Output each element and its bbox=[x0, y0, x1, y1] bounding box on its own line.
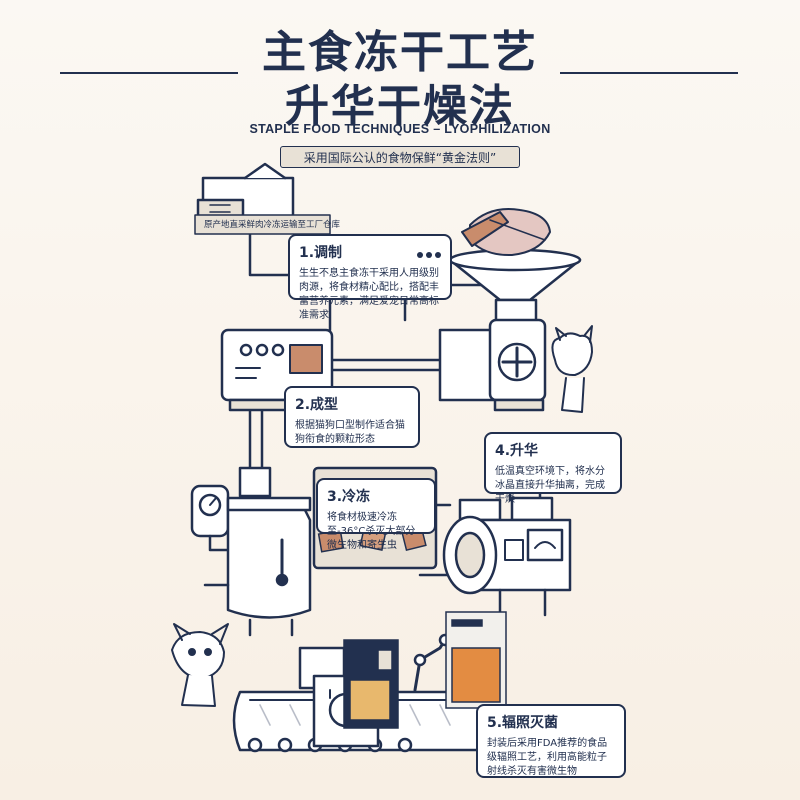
grinder-machine bbox=[438, 318, 547, 412]
robotic-arm-icon bbox=[413, 633, 452, 692]
step-text: 根据猫狗口型制作适合猫狗衔食的颗粒形态 bbox=[295, 420, 405, 445]
step-title: 2.成型 bbox=[295, 397, 339, 413]
lyophilizer-drum bbox=[442, 496, 572, 617]
english-subtitle: STAPLE FOOD TECHNIQUES – LYOPHILIZATION bbox=[249, 122, 551, 136]
step-title: 3.冷冻 bbox=[327, 489, 371, 505]
step-text: 生生不息主食冻干采用人用级别肉源，将食材精心配比，搭配丰富营养元素，满足爱宠日常… bbox=[299, 268, 439, 321]
step-card-2: 2.成型 根据猫狗口型制作适合猫狗衔食的颗粒形态 bbox=[284, 386, 420, 448]
step-title: 4.升华 bbox=[495, 443, 539, 459]
tagline-badge: 采用国际公认的食物保鲜“黄金法则” bbox=[280, 146, 520, 168]
dog-mascot-icon bbox=[171, 623, 229, 707]
step-text: 将食材极速冷冻至-36°C杀灭大部分微生物和寄生虫 bbox=[327, 512, 416, 551]
freezing-tank bbox=[203, 466, 312, 637]
step-text: 低温真空环境下，将水分冰晶直接升华抽离，完成干燥 bbox=[495, 466, 605, 505]
warehouse-label: 原产地直采鲜肉冷冻运输至工厂仓库 bbox=[204, 220, 341, 230]
step-card-1: 1.调制 生生不息主食冻干采用人用级别肉源，将食材精心配比，搭配丰富营养元素，满… bbox=[288, 234, 452, 321]
product-package-dark bbox=[343, 639, 399, 729]
window-dots-icon bbox=[414, 243, 441, 262]
step-card-3: 3.冷冻 将食材极速冷冻至-36°C杀灭大部分微生物和寄生虫 bbox=[316, 478, 436, 551]
product-package-light bbox=[445, 611, 507, 709]
pressure-gauge-icon bbox=[190, 484, 232, 552]
cat-mascot-icon bbox=[551, 325, 593, 413]
step-title: 5.辐照灭菌 bbox=[487, 715, 559, 731]
pipe-warehouse-to-step1 bbox=[248, 223, 292, 277]
title-rule-left bbox=[60, 72, 238, 74]
funnel-hopper bbox=[448, 248, 582, 332]
step-card-5: 5.辐照灭菌 封装后采用FDA推荐的食品级辐照工艺，利用高能粒子射线杀灭有害微生… bbox=[476, 704, 626, 778]
step-text: 封装后采用FDA推荐的食品级辐照工艺，利用高能粒子射线杀灭有害微生物 bbox=[487, 738, 608, 777]
step-card-4: 4.升华 低温真空环境下，将水分冰晶直接升华抽离，完成干燥 bbox=[484, 432, 622, 505]
step-title: 1.调制 bbox=[299, 245, 343, 261]
control-panel-machine bbox=[220, 328, 334, 412]
page-title: 主食冻干工艺 bbox=[262, 27, 538, 78]
warehouse-icon bbox=[194, 162, 331, 235]
title-rule-right bbox=[560, 72, 738, 74]
page-title-line2: 升华干燥法 bbox=[285, 81, 515, 132]
raw-meat-icon bbox=[461, 208, 551, 257]
